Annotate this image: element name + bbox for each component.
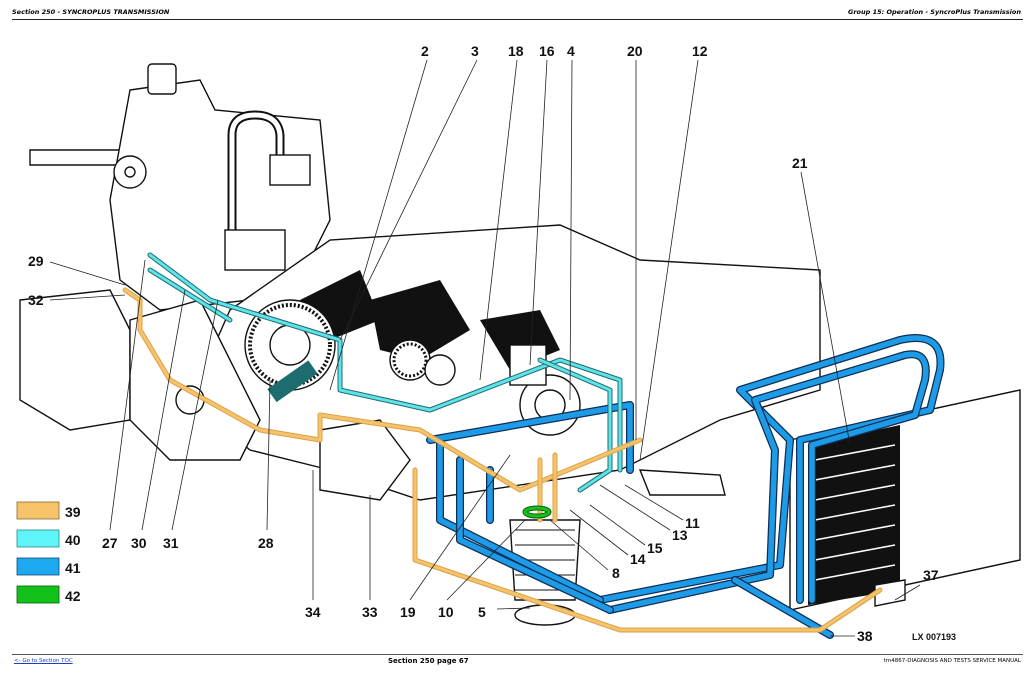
legend-label: 42 [65, 588, 81, 604]
go-to-section-toc-link[interactable]: <- Go to Section TOC [14, 658, 73, 664]
legend-label: 39 [65, 504, 81, 520]
callout-2: 2 [421, 43, 429, 59]
section-header: Section 250 - SYNCROPLUS TRANSMISSION [12, 8, 170, 16]
legend-item: 39 [16, 501, 81, 520]
callout-38: 38 [857, 628, 873, 644]
footer-divider [12, 654, 1023, 655]
leader-lines [49, 59, 921, 637]
legend-swatch-orange [16, 501, 60, 520]
callout-34: 34 [305, 604, 321, 620]
header-divider [12, 19, 1023, 20]
oil-cooler-illustration [789, 389, 1021, 611]
callout-20: 20 [627, 43, 643, 59]
callout-13: 13 [672, 527, 688, 543]
color-legend: 39 40 41 42 [16, 501, 81, 604]
legend-label: 41 [65, 560, 81, 576]
callout-8: 8 [612, 565, 620, 581]
legend-swatch-green [16, 585, 60, 604]
callout-4: 4 [567, 43, 575, 59]
legend-swatch-blue [16, 557, 60, 576]
transmission-hydraulic-diagram: 2 3 18 16 4 20 12 21 29 32 27 30 31 28 3… [16, 43, 1021, 644]
callout-12: 12 [692, 43, 708, 59]
callout-16: 16 [539, 43, 555, 59]
callout-19: 19 [400, 604, 416, 620]
callout-32: 32 [28, 292, 44, 308]
figure-reference-id: LX 007193 [912, 632, 956, 642]
callout-11: 11 [685, 515, 700, 531]
callout-labels: 2 3 18 16 4 20 12 21 29 32 27 30 31 28 3… [28, 43, 956, 644]
manual-title: tm4867-DIAGNOSIS AND TESTS SERVICE MANUA… [883, 658, 1021, 664]
callout-5: 5 [478, 604, 486, 620]
legend-item: 42 [16, 585, 81, 604]
callout-37: 37 [923, 567, 939, 583]
legend-swatch-cyan [16, 529, 60, 548]
sensor-box [874, 579, 906, 607]
callout-27: 27 [102, 535, 118, 551]
callout-21: 21 [792, 155, 808, 171]
group-header: Group 15: Operation - SyncroPlus Transmi… [848, 8, 1021, 16]
callout-29: 29 [28, 253, 44, 269]
callout-3: 3 [471, 43, 479, 59]
page-number: Section 250 page 67 [388, 657, 469, 665]
callout-14: 14 [630, 551, 646, 567]
transmission-housing-illustration [19, 63, 821, 626]
legend-label: 40 [65, 532, 81, 548]
callout-33: 33 [362, 604, 378, 620]
legend-item: 40 [16, 529, 81, 548]
callout-31: 31 [163, 535, 179, 551]
callout-18: 18 [508, 43, 524, 59]
filler-cap [147, 63, 177, 95]
callout-30: 30 [131, 535, 147, 551]
legend-item: 41 [16, 557, 81, 576]
pressure-lines [122, 252, 945, 639]
callout-15: 15 [647, 540, 663, 556]
callout-10: 10 [438, 604, 454, 620]
callout-28: 28 [258, 535, 274, 551]
